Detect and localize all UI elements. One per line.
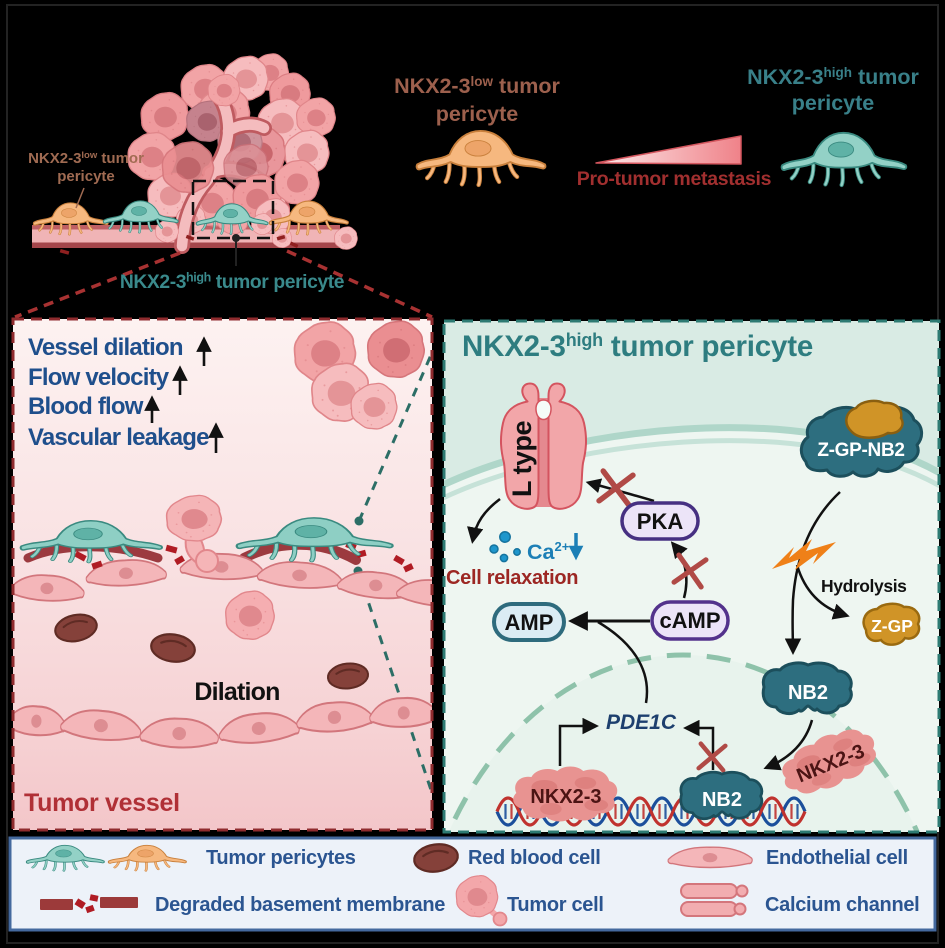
svg-text:NKX2-3high tumor pericyte: NKX2-3high tumor pericyte <box>462 330 813 363</box>
svg-text:Vascular leakage: Vascular leakage <box>28 424 209 451</box>
svg-text:Tumor pericytes: Tumor pericytes <box>206 847 356 869</box>
svg-text:Tumor vessel: Tumor vessel <box>24 789 180 817</box>
svg-text:NB2: NB2 <box>788 682 828 704</box>
svg-text:NKX2-3low tumor: NKX2-3low tumor <box>28 150 144 167</box>
svg-text:Hydrolysis: Hydrolysis <box>821 576 907 596</box>
svg-text:Dilation: Dilation <box>194 678 279 706</box>
svg-text:Calcium channel: Calcium channel <box>765 894 919 916</box>
svg-text:pericyte: pericyte <box>436 102 519 126</box>
svg-text:PKA: PKA <box>637 509 684 534</box>
svg-text:Vessel dilation: Vessel dilation <box>28 334 183 361</box>
svg-text:pericyte: pericyte <box>792 91 875 115</box>
svg-text:Z-GP: Z-GP <box>871 616 913 636</box>
svg-text:NKX2-3high tumor pericyte: NKX2-3high tumor pericyte <box>120 271 345 294</box>
svg-text:cAMP: cAMP <box>659 608 720 633</box>
svg-text:Tumor cell: Tumor cell <box>507 894 604 916</box>
svg-text:Degraded basement membrane: Degraded basement membrane <box>155 894 445 916</box>
svg-text:Flow velocity: Flow velocity <box>28 364 170 391</box>
svg-text:PDE1C: PDE1C <box>606 711 677 734</box>
svg-text:Blood flow: Blood flow <box>28 393 144 420</box>
svg-text:L type: L type <box>507 420 537 497</box>
svg-text:Red blood cell: Red blood cell <box>468 847 600 869</box>
svg-text:Endothelial cell: Endothelial cell <box>766 847 908 869</box>
svg-text:NKX2-3low tumor: NKX2-3low tumor <box>394 74 560 98</box>
svg-text:NB2: NB2 <box>702 789 742 811</box>
svg-text:Cell relaxation: Cell relaxation <box>446 567 578 589</box>
svg-text:Pro-tumor metastasis: Pro-tumor metastasis <box>577 168 772 190</box>
svg-text:Z-GP-NB2: Z-GP-NB2 <box>817 440 904 461</box>
svg-text:AMP: AMP <box>505 610 554 635</box>
svg-text:pericyte: pericyte <box>57 168 115 185</box>
svg-text:NKX2-3: NKX2-3 <box>530 786 601 808</box>
